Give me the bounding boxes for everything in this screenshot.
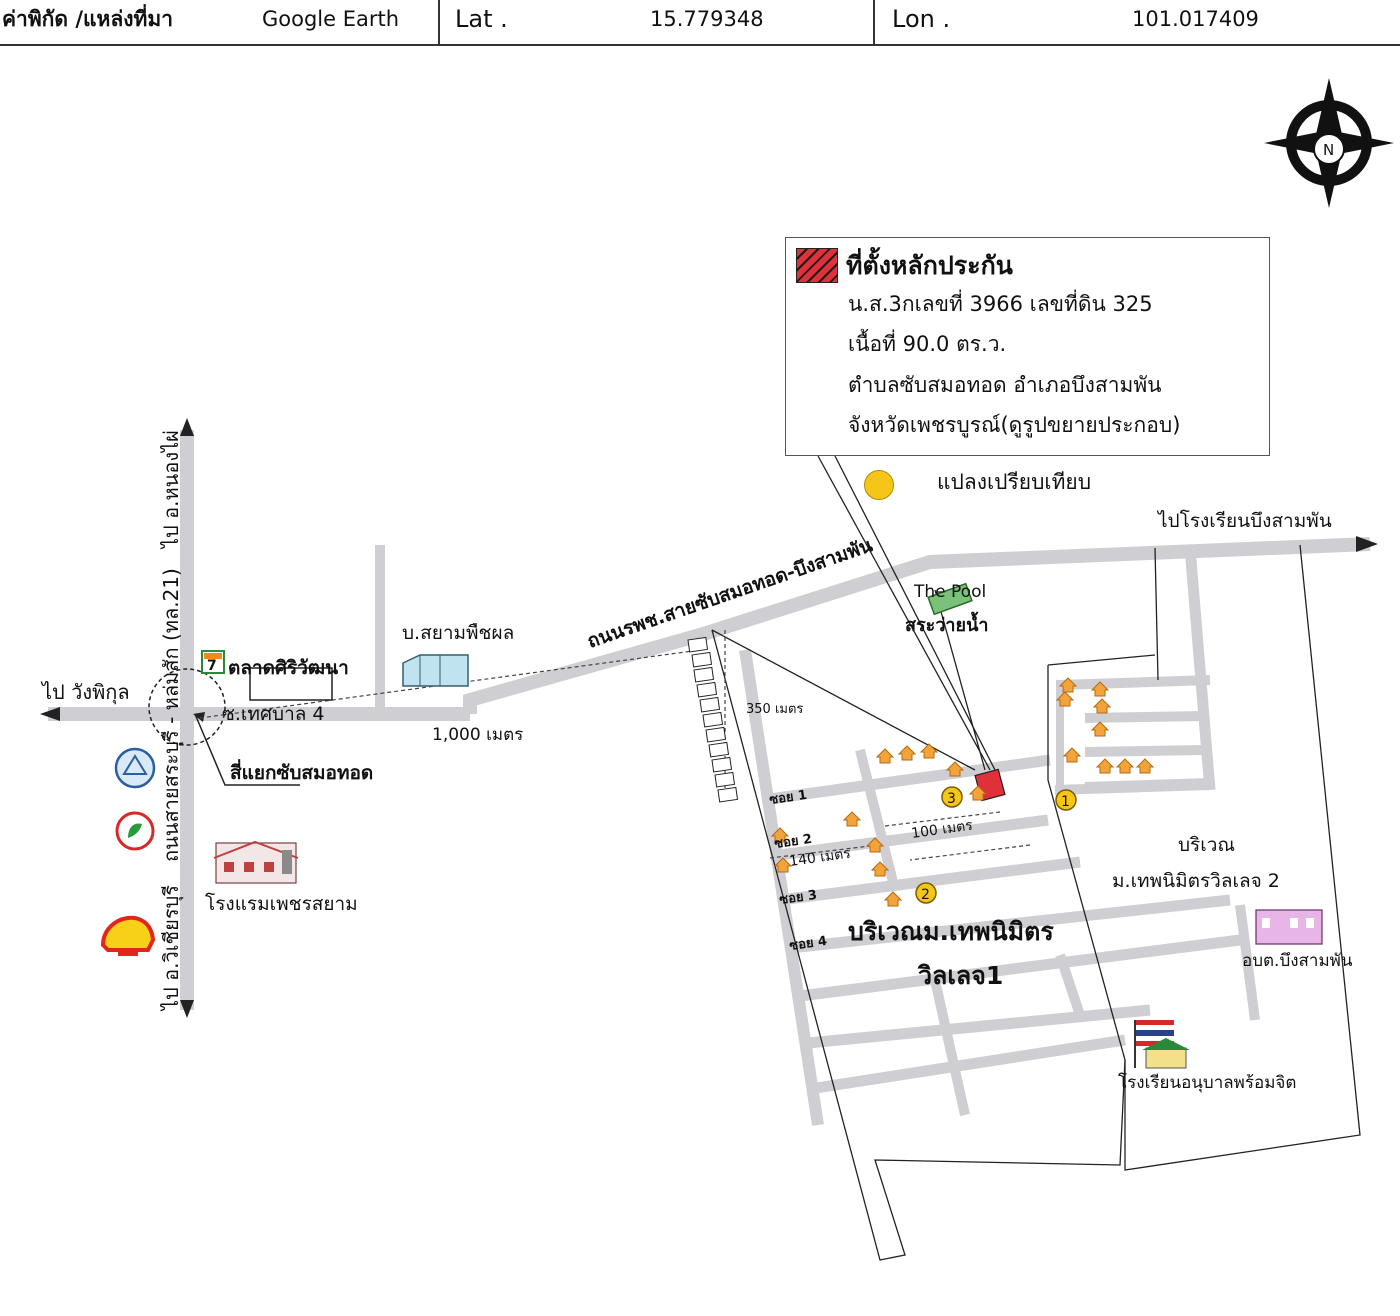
coord-source-label: ค่าพิกัด /แหล่งที่มา [2,7,173,31]
label-intersection: สี่แยกซับสมอทอด [230,759,373,784]
label-distance-1000: 1,000 เมตร [432,725,523,745]
header-underline [0,44,1400,46]
svg-text:1: 1 [1061,794,1070,810]
intersection-leader [194,713,300,786]
comparison-marker-1: 1 [1055,789,1077,811]
legend-subdistrict-line: ตำบลซับสมอทอด อำเภอบึงสามพัน [848,373,1162,397]
seven-eleven-icon: 7 [201,650,225,674]
market-plot [249,667,333,701]
dashed-lane [909,844,1031,861]
label-to-wang-phikul: ไป วังพิกุล [40,680,130,705]
lon-value: 101.017409 [1132,7,1259,31]
label-to-school: ไปโรงเรียนบึงสามพัน [1156,509,1332,532]
label-village-1-line2: วิลเลจ1 [917,961,1003,990]
road-direction-arrows [40,418,1378,1018]
warehouse-icon [402,654,469,687]
pool-icon [927,582,973,616]
legend-province-line: จังหวัดเพชรบูรณ์(ดูรูปขยายประกอบ) [848,413,1181,437]
boundary-outlines [711,455,1361,1261]
header-divider [438,0,440,46]
legend-deed-line: น.ส.3กเลขที่ 3966 เลขที่ดิน 325 [848,292,1153,316]
label-soi-2: ซอย 2 [773,832,813,852]
svg-text:2: 2 [921,887,930,903]
header-bar: ค่าพิกัด /แหล่งที่มา Google Earth Lat . … [0,0,1400,46]
label-distance-350: 350 เมตร [746,702,803,717]
comparison-label: แปลงเปรียบเทียบ [937,470,1092,494]
lon-label: Lon . [892,5,951,33]
lat-label: Lat . [455,5,508,33]
svg-text:3: 3 [947,791,956,807]
label-soi-1: ซอย 1 [768,788,808,808]
compass-letter: N [1323,141,1334,159]
school-flag-icon [1134,1020,1190,1069]
intersection-circle [148,668,226,746]
header-divider [873,0,875,46]
label-kindergarten: โรงเรียนอนุบาลพร้อมจิต [1118,1072,1296,1093]
label-village-1-line1: บริเวณม.เทพนิมิตร [848,917,1054,946]
label-village-2-line2: ม.เทพนิมิตรวิลเลจ 2 [1112,870,1280,892]
label-to-wichian-buri: ไป อ.วิเชียรบุรี [159,885,184,1012]
kasikorn-bank-icon [115,811,155,851]
coord-source-value: Google Earth [262,7,400,31]
road-network [48,430,1371,1126]
lat-value: 15.779348 [650,7,764,31]
label-soi-thetsaban-4: ซ.เทศบาล 4 [222,703,325,725]
svg-text:7: 7 [207,658,217,674]
bank-icon [114,747,156,789]
legend-box: ที่ตั้งหลักประกัน น.ส.3กเลขที่ 3966 เลขท… [785,237,1270,456]
comparison-dot-icon [864,470,894,500]
label-soi-4: ซอย 4 [788,934,828,954]
shophouse-row-icon [687,636,739,803]
label-siam-phuetphon: บ.สยามพืชผล [402,622,514,644]
label-market: ตลาดศิริวัฒนา [228,657,349,679]
north-arrow-icon: N [1264,78,1394,208]
legend-area-line: เนื้อที่ 90.0 ตร.ว. [848,332,1007,356]
location-map: N [40,78,1394,1261]
comparison-marker-3: 3 [941,786,963,808]
distance-140-line [769,845,871,859]
label-soi-3: ซอย 3 [778,888,818,908]
shell-icon [100,915,156,956]
collateral-swatch-icon [796,248,838,283]
hotel-icon [213,840,299,884]
label-highway-21: ถนนสายสระบุรี - หล่มสัก (ทล.21) [159,568,184,862]
label-the-pool: The Pool [913,582,986,602]
label-pool-th: สระว่ายน้ำ [905,611,989,636]
distance-100-line [884,811,1001,827]
intersection-arrow-icon [193,712,205,722]
tao-office-icon [1255,909,1323,945]
label-hotel: โรงแรมเพชรสยาม [205,892,358,915]
comparison-marker-2: 2 [915,882,937,904]
label-to-nong-phai: ไป อ.หนองไผ่ [159,430,183,550]
legend-title: ที่ตั้งหลักประกัน [846,251,1013,280]
label-village-2-line1: บริเวณ [1178,834,1235,856]
label-tao: อบต.บึงสามพัน [1242,951,1353,971]
comparison-legend: แปลงเปรียบเทียบ [862,466,1162,500]
